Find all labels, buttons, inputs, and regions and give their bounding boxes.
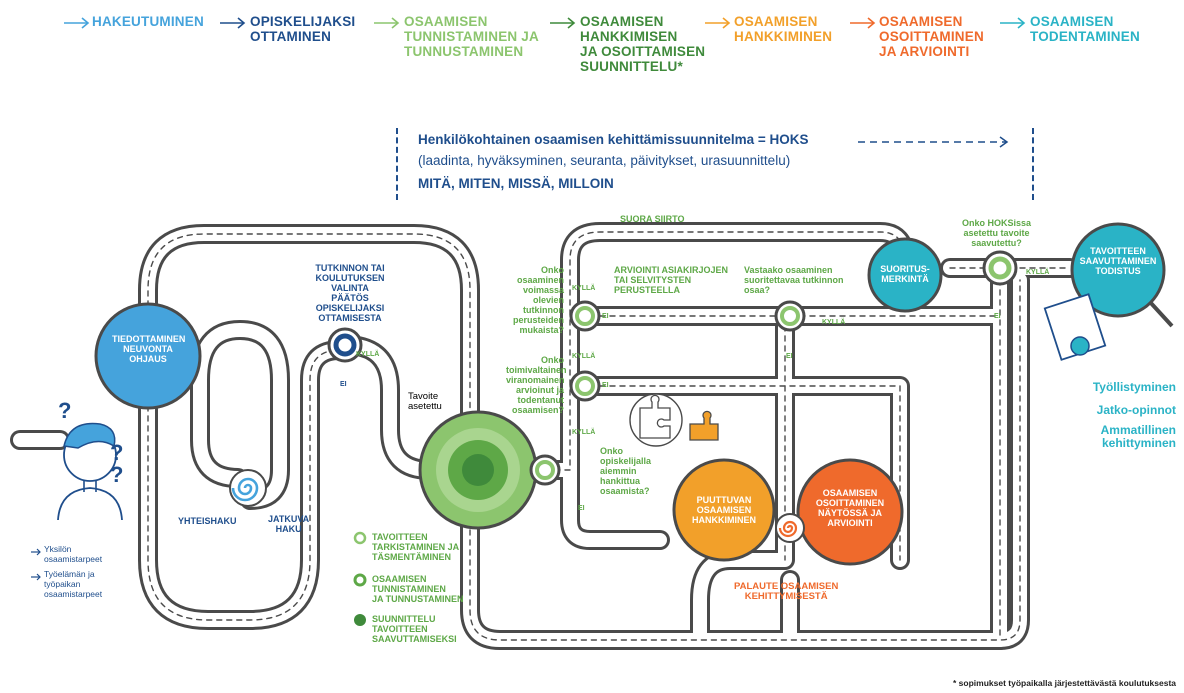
footnote: * sopimukset työpaikalla järjestettäväst… (953, 678, 1176, 688)
phase-hakeutuminen: HAKEUTUMINEN (92, 14, 204, 29)
puzzle-icon (629, 393, 719, 447)
hoks-dashed-arrow (858, 136, 1009, 148)
arrow-right-icon (550, 17, 576, 29)
needs-item: Työelämän ja työpaikan osaamistarpeet (44, 569, 103, 599)
ei-label: EI (786, 353, 793, 360)
osoittaminen-label: OSAAMISEN OSOITTAMINEN NÄYTÖSSÄ JA ARVIO… (815, 488, 885, 528)
question-mark-icon: ? (110, 440, 124, 465)
seal-icon (1070, 336, 1090, 356)
kylla-label: KYLLÄ (572, 429, 596, 436)
ei-label: EI (340, 381, 347, 388)
todistus-handle (1148, 300, 1174, 328)
q-hoks-tavoite-label: Onko HOKSissa asetettu tavoite saavutett… (962, 218, 1032, 248)
arrow-right-icon (1000, 17, 1026, 29)
aiemmin-ring (535, 460, 555, 480)
suoritusmerkinta-node (867, 237, 943, 313)
legend-marker (353, 531, 367, 545)
roundabout-core (462, 454, 494, 486)
kylla-label: KYLLÄ (822, 319, 846, 326)
arrow-right-icon (705, 17, 731, 29)
kylla-label: KYLLÄ (572, 353, 596, 360)
todistus-label: TAVOITTEEN SAAVUTTAMINEN TODISTUS (1079, 246, 1157, 276)
hoks-questions: MITÄ, MITEN, MISSÄ, MILLOIN (418, 176, 614, 191)
outcome-item: Työllistyminen (1092, 380, 1176, 394)
legend-item: OSAAMISEN TUNNISTAMINEN JA TUNNUSTAMINEN (372, 574, 464, 604)
question-mark-icon: ? (58, 398, 72, 423)
kylla-label: KYLLÄ (572, 285, 596, 292)
hankkiminen-node (672, 458, 776, 562)
kylla-label: KYLLÄ (356, 351, 380, 358)
kylla-label: KYLLÄ (1026, 269, 1050, 276)
ei-label: EI (994, 313, 1001, 320)
arrow-right-icon (31, 573, 41, 581)
legend-item: TAVOITTEEN TARKISTAMINEN JA TÄSMENTÄMINE… (372, 532, 460, 562)
outcome-item: Jatko-opinnot (1096, 403, 1176, 417)
hoks-left-divider (396, 128, 400, 200)
legend-item: SUUNNITTELU TAVOITTEEN SAAVUTTAMISEKSI (372, 614, 457, 644)
arrow-right-icon (31, 548, 41, 556)
needs-item: Yksilön osaamistarpeet (44, 544, 103, 564)
phase-todentaminen: OSAAMISEN TODENTAMINEN (1030, 14, 1140, 44)
phase-hankkiminen: OSAAMISEN HANKKIMINEN (734, 14, 833, 44)
valinta-ring (333, 333, 357, 357)
puuttuvan-label: PUUTTUVAN OSAAMISEN HANKKIMINEN (692, 495, 756, 525)
tiedottaminen-label: TIEDOTTAMINEN NEUVONTA OHJAUS (112, 334, 186, 364)
phase-tunnistaminen: OSAAMISEN TUNNISTAMINEN JA TUNNUSTAMINEN (404, 14, 539, 59)
hoks-tavoite-ring (988, 256, 1012, 280)
yhteishaku-label: YHTEISHAKU (178, 516, 237, 526)
arrow-right-icon (64, 17, 90, 29)
voimassa-ring (575, 306, 595, 326)
swirl-icon (778, 520, 798, 538)
phase-opiskelijaksi-ottaminen: OPISKELIJAKSI OTTAMINEN (250, 14, 356, 44)
tiedottaminen-node (94, 302, 202, 410)
q-viranomainen-label: Onko toimivaltainen viranomainen arvioin… (506, 355, 567, 415)
hoks-right-divider (1032, 128, 1036, 200)
vastaako-ring (780, 306, 800, 326)
phase-osoittaminen: OSAAMISEN OSOITTAMINEN JA ARVIOINTI (879, 14, 984, 59)
suoritusmerkinta-label: SUORITUS- MERKINTÄ (880, 264, 930, 284)
swirl-icon (231, 477, 259, 502)
arrow-right-icon (850, 17, 876, 29)
suora-siirto-label: SUORA SIIRTO (620, 214, 685, 224)
legend-marker (353, 573, 367, 587)
q-aiemmin-label: Onko opiskelijalla aiemmin hankittua osa… (600, 446, 652, 496)
ei-label: EI (602, 382, 609, 389)
person-icon (57, 422, 123, 521)
osoittaminen-node (796, 458, 904, 566)
tavoite-asetettu-label: Tavoite asetettu (408, 391, 442, 412)
arrow-right-icon (374, 17, 400, 29)
outcome-item: Ammatillinen kehittyminen (1100, 423, 1176, 450)
arrow-right-icon (220, 17, 246, 29)
hoks-subtitle: (laadinta, hyväksyminen, seuranta, päivi… (418, 153, 791, 168)
tutkinnon-valinta-label: TUTKINNON TAI KOULUTUKSEN VALINTA PÄÄTÖS… (315, 263, 385, 323)
palaute-label: PALAUTE OSAAMISEN KEHITTYMISESTÄ (734, 581, 839, 602)
q-voimassa-label: Onko osaaminen voimassa olevien tutkinno… (512, 265, 564, 335)
hoks-title: Henkilökohtainen osaamisen kehittämissuu… (418, 132, 809, 147)
phase-suunnittelu: OSAAMISEN HANKKIMISEN JA OSOITTAMISEN SU… (580, 14, 706, 74)
viranomainen-ring (575, 376, 595, 396)
todistus-node (1070, 222, 1166, 318)
legend-marker (354, 614, 366, 626)
question-mark-icon: ? (110, 462, 124, 487)
arviointi-asiakirjat-label: ARVIOINTI ASIAKIRJOJEN TAI SELVITYSTEN P… (614, 265, 729, 295)
ei-label: EI (578, 505, 585, 512)
q-vastaako-label: Vastaako osaaminen suoritettavaa tutkinn… (744, 265, 844, 295)
jatkuva-haku-label: JATKUVA HAKU (268, 514, 310, 534)
ei-label: EI (602, 313, 609, 320)
